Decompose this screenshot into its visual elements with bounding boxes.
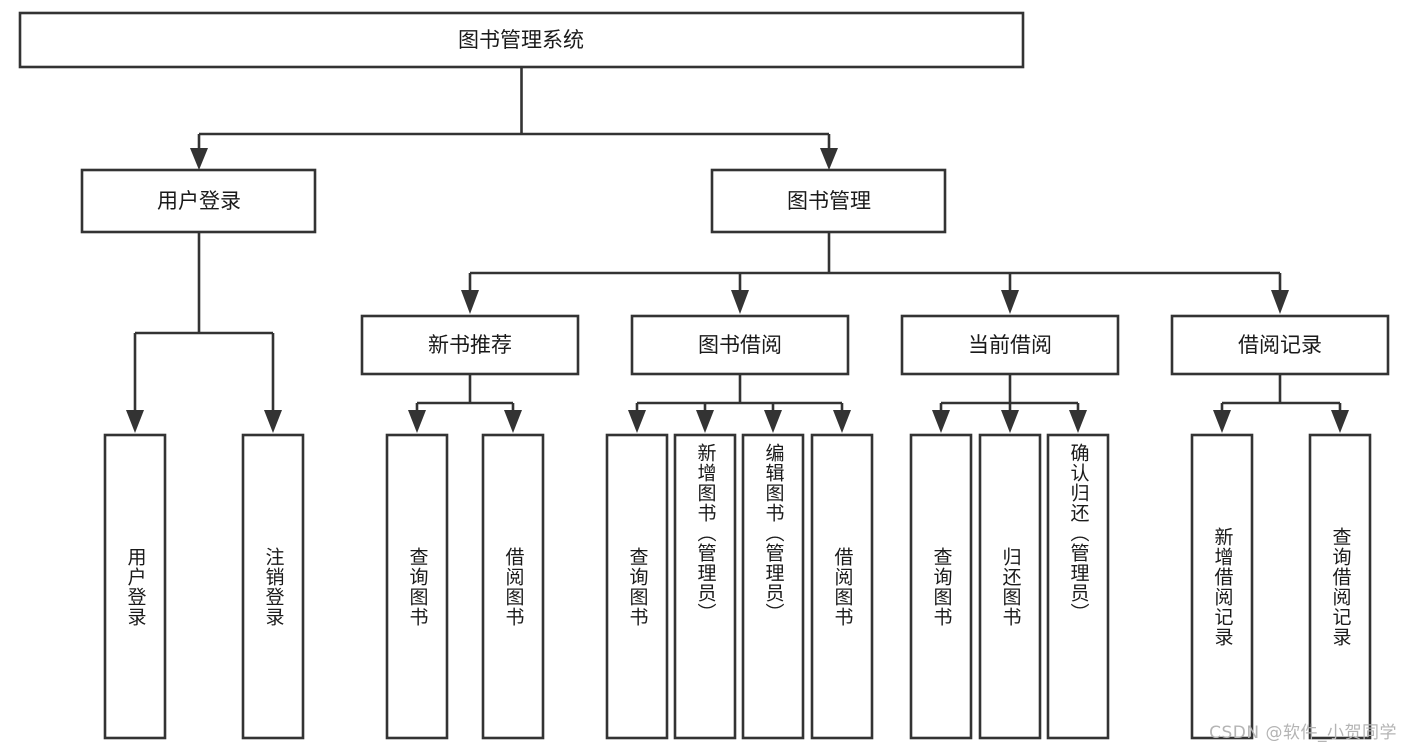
edges-root-to-level2 (190, 67, 838, 170)
arrow-head-icon (408, 410, 426, 433)
leaf-boxes (103, 433, 1372, 740)
node-user-login-box[interactable] (80, 168, 317, 234)
leaf-box-edit-book[interactable] (741, 433, 805, 740)
leaf-box-user-login[interactable] (103, 433, 167, 740)
edges-userlogin-to-leaves (126, 232, 282, 433)
node-book-borrow[interactable]: 图书借阅 (630, 314, 850, 376)
leaf-box-return-book[interactable] (978, 433, 1042, 740)
arrow-head-icon (1271, 290, 1289, 314)
arrow-head-icon (504, 410, 522, 433)
node-current-borrow[interactable]: 当前借阅 (900, 314, 1120, 376)
edges-bookborrow-to-leaves (628, 374, 851, 433)
node-new-book-rec-box[interactable] (360, 314, 580, 376)
arrow-head-icon (1069, 410, 1087, 433)
edges-bookmanage-to-level3 (461, 232, 1289, 314)
node-root[interactable]: 图书管理系统 (18, 11, 1025, 69)
watermark: CSDN @软件_小贺同学 (1209, 723, 1397, 743)
leaf-box-add-record[interactable] (1190, 433, 1254, 740)
node-root-label: 图书管理系统 (458, 28, 584, 52)
node-book-manage[interactable]: 图书管理 (710, 168, 947, 234)
leaf-box-query-record[interactable] (1308, 433, 1372, 740)
arrow-head-icon (190, 148, 208, 170)
node-new-book-rec[interactable]: 新书推荐 (360, 314, 580, 376)
node-book-borrow-label: 图书借阅 (698, 333, 782, 357)
edges-newbookrec-to-leaves (408, 374, 522, 433)
node-root-box[interactable] (18, 11, 1025, 69)
leaf-box-borrow-book-2[interactable] (810, 433, 874, 740)
node-current-borrow-box[interactable] (900, 314, 1120, 376)
arrow-head-icon (833, 410, 851, 433)
node-user-login[interactable]: 用户登录 (80, 168, 317, 234)
node-book-manage-label: 图书管理 (787, 189, 871, 213)
leaf-box-borrow-book-1[interactable] (481, 433, 545, 740)
leaf-box-query-book-3[interactable] (909, 433, 973, 740)
arrow-head-icon (764, 410, 782, 433)
leaf-box-query-book-2[interactable] (605, 433, 669, 740)
arrow-head-icon (1331, 410, 1349, 433)
node-book-manage-box[interactable] (710, 168, 947, 234)
node-user-login-label: 用户登录 (157, 189, 241, 213)
leaf-box-add-book[interactable] (673, 433, 737, 740)
arrow-head-icon (461, 290, 479, 314)
node-book-borrow-box[interactable] (630, 314, 850, 376)
arrow-head-icon (932, 410, 950, 433)
node-borrow-record-box[interactable] (1170, 314, 1390, 376)
leaf-box-logout-login[interactable] (241, 433, 305, 740)
arrow-head-icon (628, 410, 646, 433)
node-new-book-rec-label: 新书推荐 (428, 333, 512, 357)
arrow-head-icon (264, 410, 282, 433)
node-current-borrow-label: 当前借阅 (968, 333, 1052, 357)
node-borrow-record-label: 借阅记录 (1238, 333, 1322, 357)
arrow-head-icon (1001, 290, 1019, 314)
arrow-head-icon (1001, 410, 1019, 433)
leaf-box-confirm-return[interactable] (1046, 433, 1110, 740)
leaf-box-query-book-1[interactable] (385, 433, 449, 740)
edges-borrowrecord-to-leaves (1213, 374, 1349, 433)
arrow-head-icon (731, 290, 749, 314)
node-borrow-record[interactable]: 借阅记录 (1170, 314, 1390, 376)
edges-currentborrow-to-leaves (932, 374, 1087, 433)
arrow-head-icon (1213, 410, 1231, 433)
arrow-head-icon (696, 410, 714, 433)
arrow-head-icon (820, 148, 838, 170)
arrow-head-icon (126, 410, 144, 433)
